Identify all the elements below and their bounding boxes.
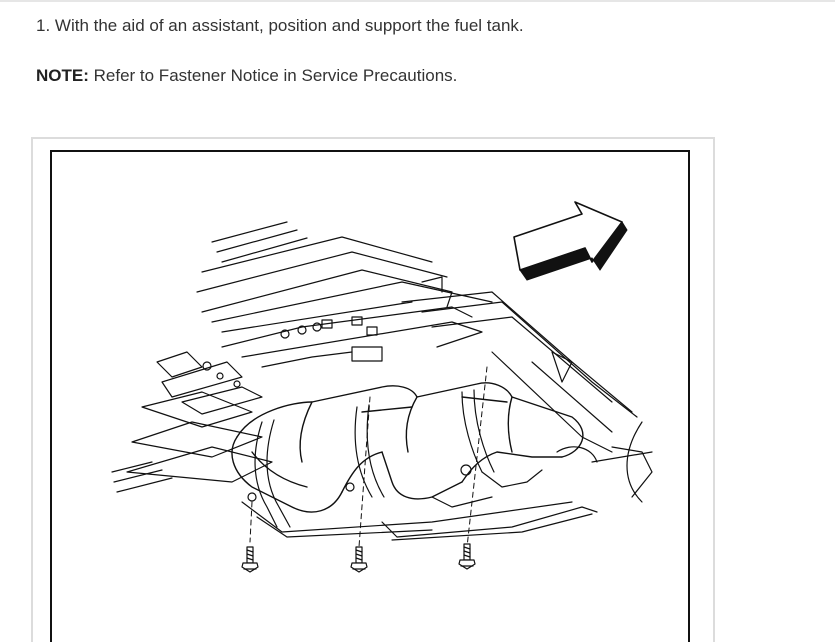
direction-arrow-icon	[513, 201, 628, 281]
step-text: 1. With the aid of an assistant, positio…	[36, 16, 524, 35]
figure-panel	[50, 150, 690, 642]
bolt-icon	[241, 543, 476, 573]
note-text: Refer to Fastener Notice in Service Prec…	[88, 66, 458, 85]
left-brackets	[111, 351, 273, 493]
tank-straps	[254, 389, 495, 528]
step-instruction: 1. With the aid of an assistant, positio…	[36, 14, 524, 38]
floor-details	[280, 276, 443, 362]
fuel-tank	[231, 382, 584, 513]
floor-pan-lines	[196, 221, 493, 368]
figure-frame	[31, 137, 715, 642]
note-label: NOTE:	[36, 66, 89, 85]
top-divider	[0, 0, 835, 2]
fuel-tank-illustration	[111, 201, 653, 573]
right-rails	[401, 291, 653, 498]
wheel-arc	[626, 421, 643, 503]
note-paragraph: NOTE: Refer to Fastener Notice in Servic…	[36, 64, 457, 88]
lower-structure	[241, 446, 598, 541]
bolt-guide-lines	[249, 366, 488, 548]
